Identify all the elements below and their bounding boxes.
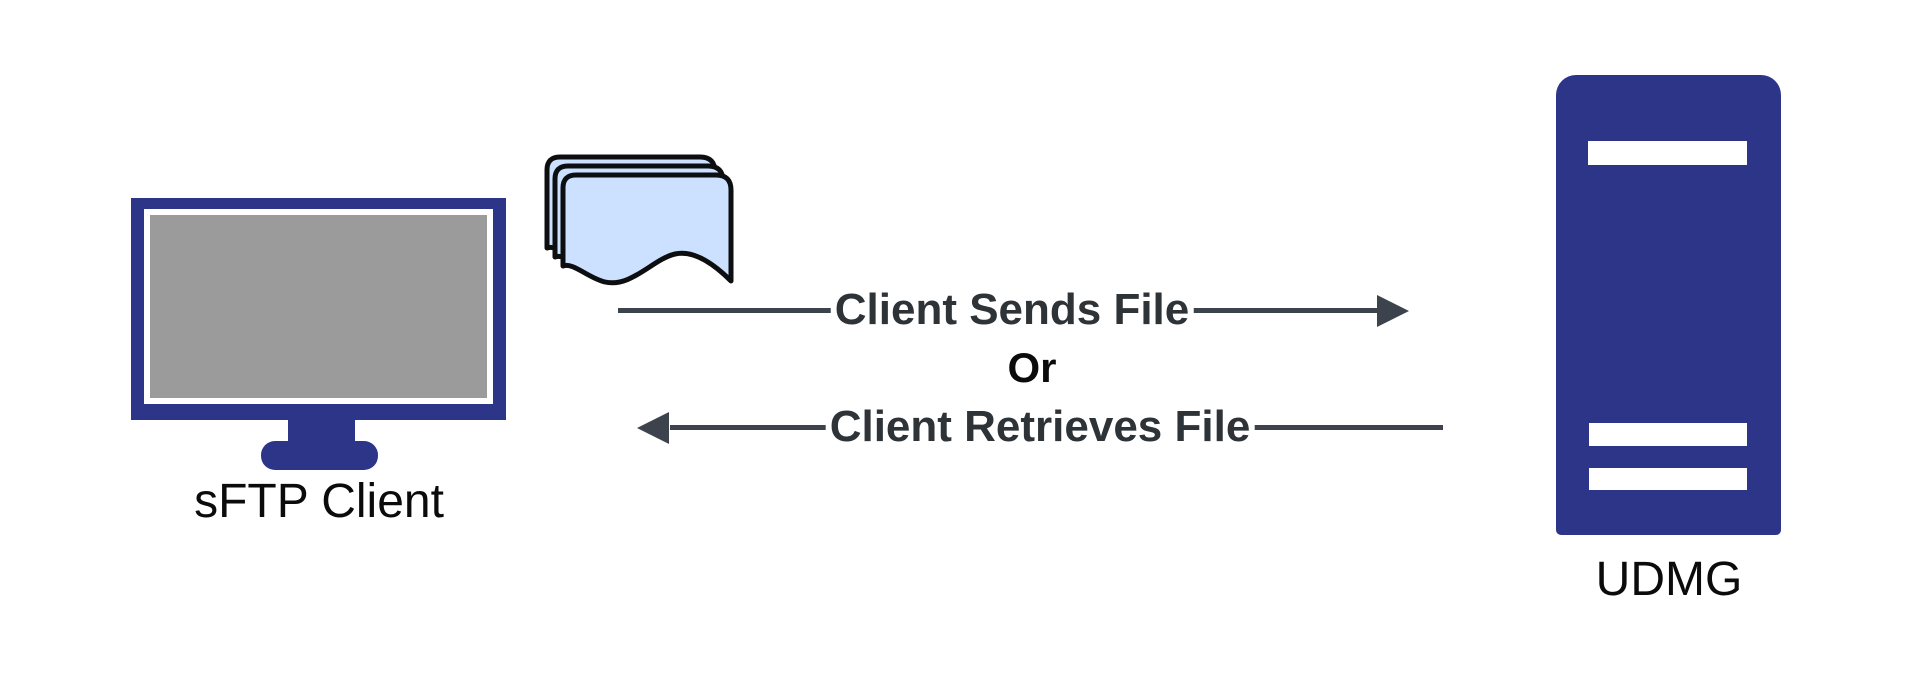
- monitor-stand-base: [261, 441, 378, 470]
- documents-stack-icon: [544, 154, 734, 286]
- server-slot-bottom-2: [1589, 468, 1747, 490]
- server-slot-top: [1588, 141, 1747, 165]
- send-flow-label: Client Sends File: [830, 285, 1194, 335]
- send-arrowhead-icon: [1377, 295, 1409, 327]
- retrieve-arrowhead-icon: [637, 412, 669, 444]
- server-tower-icon: [1556, 75, 1781, 535]
- client-label: sFTP Client: [194, 475, 444, 528]
- monitor-bezel: [144, 209, 493, 404]
- server-label: UDMG: [1595, 553, 1743, 606]
- retrieve-flow-label: Client Retrieves File: [825, 402, 1255, 452]
- monitor-icon: [131, 198, 506, 420]
- or-label: Or: [997, 344, 1067, 392]
- monitor-screen: [150, 215, 487, 398]
- monitor-stand-neck: [288, 420, 355, 443]
- server-slot-bottom-1: [1589, 423, 1747, 446]
